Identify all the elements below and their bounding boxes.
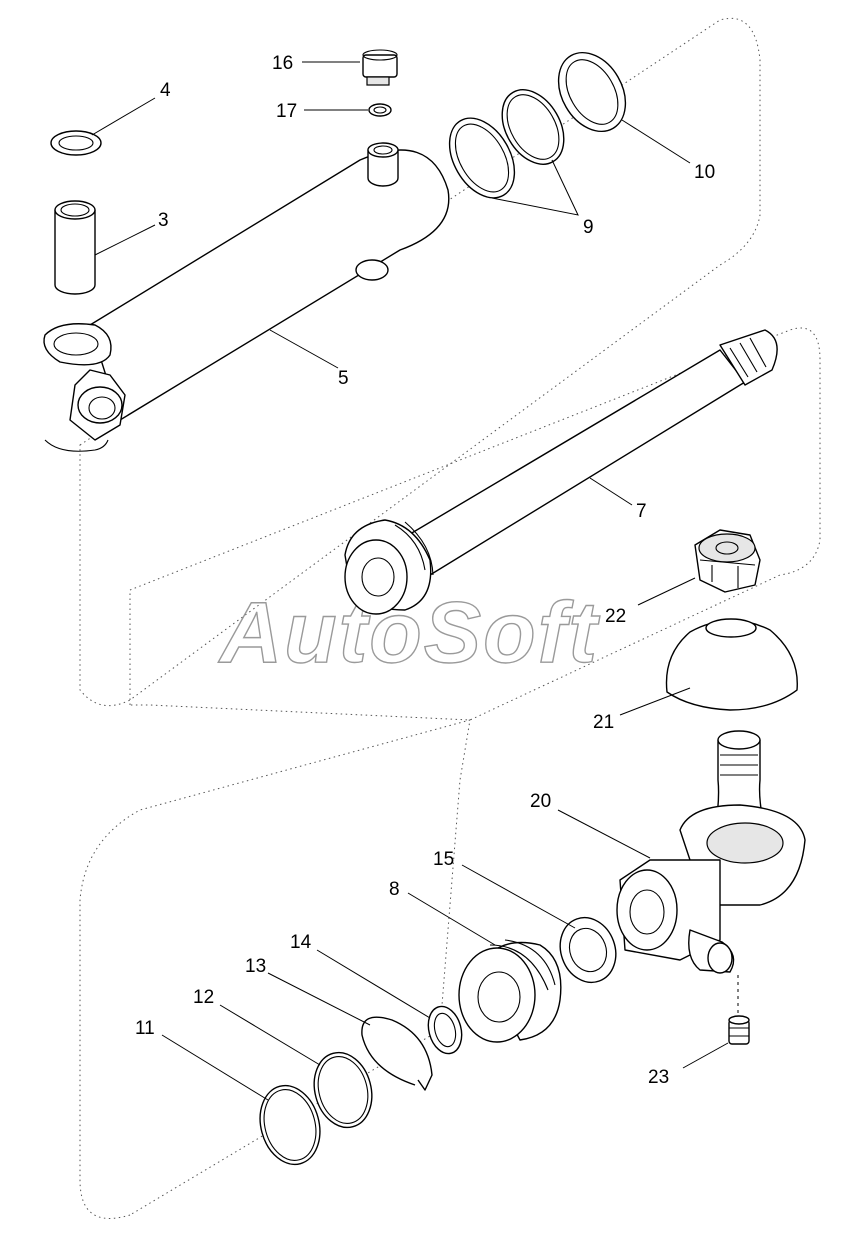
part-10-wear-ring	[557, 51, 627, 133]
callout-20: 20	[530, 791, 551, 812]
part-22-castle-nut	[694, 529, 761, 593]
leader-line-13	[267, 972, 371, 1026]
part-8-gland	[458, 939, 562, 1043]
callout-16: 16	[272, 53, 293, 74]
callout-7: 7	[636, 501, 647, 522]
leader-line-9	[491, 159, 579, 216]
callout-14: 14	[290, 932, 312, 953]
leader-line-3	[94, 224, 156, 256]
leader-line-20	[557, 809, 651, 859]
part-13-snap-ring	[361, 1016, 433, 1091]
leader-line-4	[91, 97, 156, 136]
callout-12: 12	[193, 987, 214, 1008]
part-15-seal	[559, 916, 617, 984]
callout-5: 5	[338, 368, 349, 389]
leader-line-21	[619, 687, 691, 716]
leader-line-8	[407, 892, 496, 946]
part-12-ring	[313, 1051, 373, 1129]
leader-line-10	[621, 119, 691, 164]
part-21-dust-boot	[665, 618, 798, 711]
callout-22: 22	[605, 606, 626, 627]
callout-23: 23	[648, 1067, 669, 1088]
callout-15: 15	[433, 849, 454, 870]
part-23-grease-nipple	[728, 1015, 750, 1045]
part-3-bushing	[54, 200, 96, 295]
callout-4: 4	[160, 80, 171, 101]
part-14-ring	[427, 1005, 463, 1055]
callout-8: 8	[389, 879, 400, 900]
part-20-tie-rod-end	[616, 730, 806, 974]
part-9-seal-rings	[448, 89, 565, 199]
leader-line-11	[161, 1034, 269, 1101]
callout-13: 13	[245, 956, 266, 977]
part-5-cylinder-barrel	[43, 142, 450, 452]
leader-line-14	[316, 949, 431, 1019]
callout-21: 21	[593, 712, 614, 733]
leader-line-15	[461, 864, 576, 929]
leader-line-7	[589, 477, 633, 506]
part-4-washer	[50, 130, 102, 156]
callout-9: 9	[583, 217, 594, 238]
callout-11: 11	[135, 1018, 155, 1039]
callout-10: 10	[694, 162, 715, 183]
leader-line-12	[219, 1004, 321, 1066]
part-7-piston-rod	[344, 329, 778, 615]
leader-line-22	[637, 577, 696, 606]
leader-line-23	[682, 1042, 729, 1069]
part-11-ring	[259, 1084, 321, 1166]
callout-17: 17	[276, 101, 297, 122]
leader-line-5	[269, 329, 339, 369]
callout-3: 3	[158, 210, 169, 231]
part-17-seal	[368, 103, 392, 117]
part-16-plug	[362, 49, 398, 86]
